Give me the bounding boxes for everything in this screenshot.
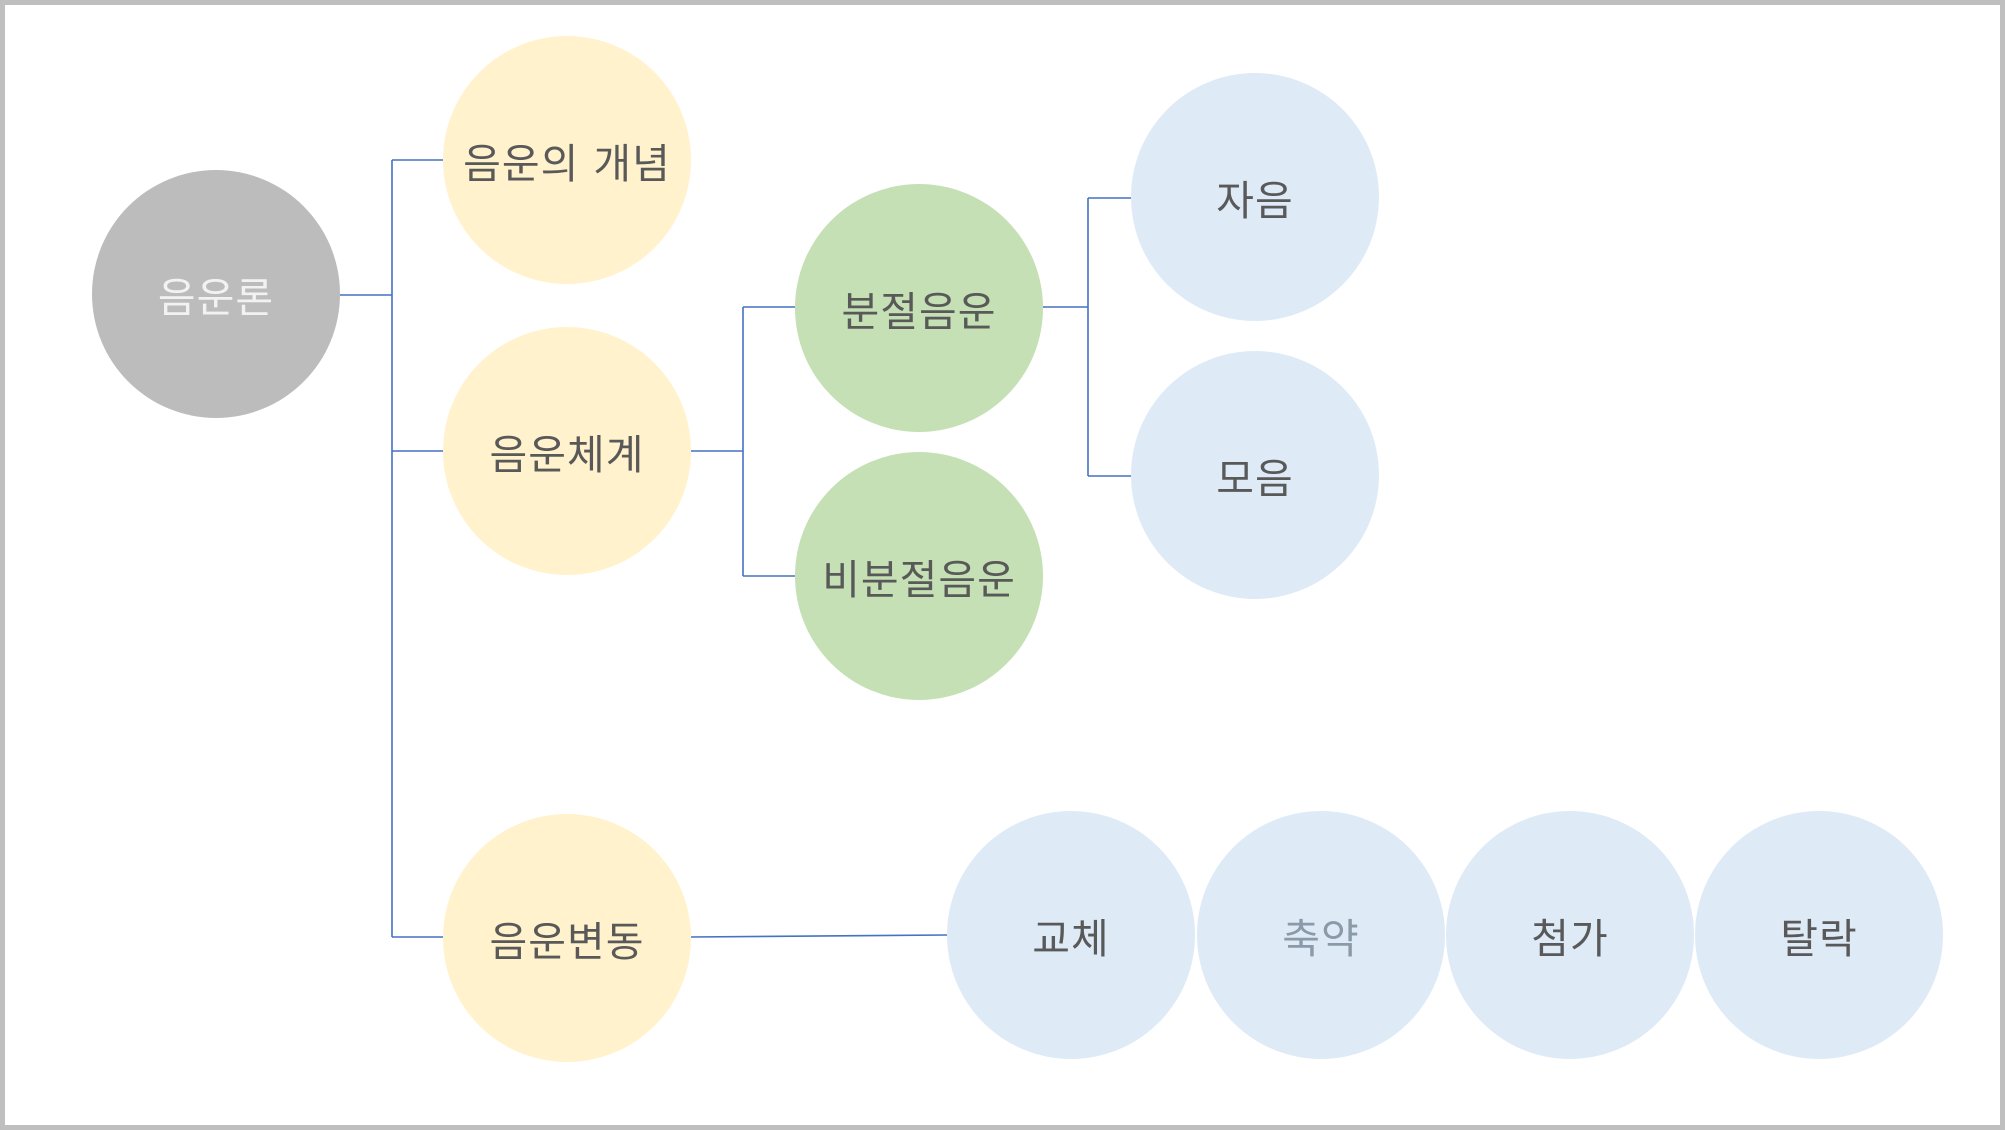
node-segmental-label: 분절음운 (841, 288, 997, 336)
node-contraction-label: 축약 (1282, 915, 1360, 963)
node-consonant-label: 자음 (1216, 177, 1294, 225)
node-phoneme-system-label: 음운체계 (489, 431, 645, 479)
node-deletion-label: 탈락 (1780, 915, 1858, 963)
node-suprasegmental: 비분절음운 (795, 452, 1043, 700)
node-phoneme-concept: 음운의 개념 (443, 36, 691, 284)
node-contraction: 축약 (1197, 811, 1445, 1059)
node-consonant: 자음 (1131, 73, 1379, 321)
node-phoneme-system: 음운체계 (443, 327, 691, 575)
node-phoneme-change: 음운변동 (443, 814, 691, 1062)
connector-lines (340, 159, 1131, 938)
connector-change-to-row (690, 934, 948, 938)
node-alternation-label: 교체 (1032, 915, 1110, 963)
node-segmental: 분절음운 (795, 184, 1043, 432)
node-addition: 첨가 (1446, 811, 1694, 1059)
node-alternation: 교체 (947, 811, 1195, 1059)
node-vowel: 모음 (1131, 351, 1379, 599)
node-suprasegmental-label: 비분절음운 (822, 556, 1016, 604)
node-addition-label: 첨가 (1531, 915, 1609, 963)
node-root: 음운론 (92, 170, 340, 418)
node-root-label: 음운론 (157, 274, 275, 322)
node-deletion: 탈락 (1695, 811, 1943, 1059)
node-phoneme-concept-label: 음운의 개념 (463, 140, 671, 188)
node-vowel-label: 모음 (1216, 455, 1294, 503)
node-phoneme-change-label: 음운변동 (489, 918, 645, 966)
